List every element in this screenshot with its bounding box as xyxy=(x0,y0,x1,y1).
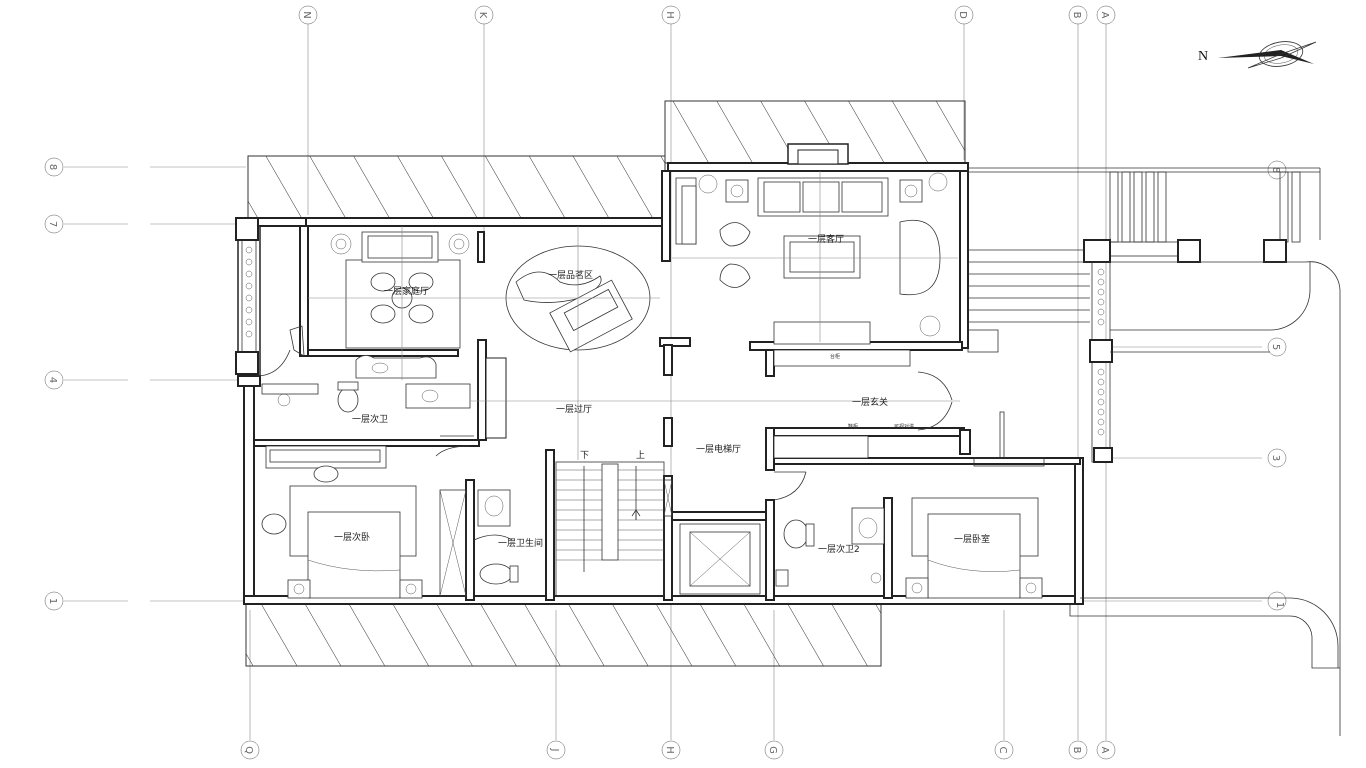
grid-label: 5 xyxy=(1270,344,1281,350)
room-label: 一层玄关 xyxy=(852,396,888,408)
master-bedroom-furniture: 一层卧室 xyxy=(905,497,1043,599)
corridor-area: 一层过厅 一层玄关 鞋柜 可视对讲 xyxy=(308,171,960,501)
room-label: 一层卧室 xyxy=(954,533,990,545)
grid-label: B xyxy=(1071,12,1082,19)
cabinet-note: 台柜 xyxy=(830,353,840,360)
room-label: 一层过厅 xyxy=(556,403,592,415)
room-label: 一层家庭厅 xyxy=(384,285,429,297)
staircase: 下 上 xyxy=(555,450,673,597)
grid-label: H xyxy=(664,11,675,19)
room-label: 一层卫生间 xyxy=(498,537,543,549)
grid-label: 8 xyxy=(47,164,58,170)
grid-label: 7 xyxy=(47,221,58,227)
north-arrow: N xyxy=(1198,41,1317,69)
grid-label: J xyxy=(549,748,560,752)
grid-label: 3 xyxy=(1270,455,1281,461)
secondary-bedroom-furniture: 一层次卧 xyxy=(261,445,467,599)
room-label: 一层电梯厅 xyxy=(696,443,741,455)
grid-bubbles-top: N K H D B A xyxy=(298,5,1116,25)
grid-label: A xyxy=(1099,747,1110,754)
grid-label: K xyxy=(477,12,488,19)
grid-label: 1 xyxy=(47,598,58,604)
room-label: 一层次卫 xyxy=(352,413,388,425)
room-label: 一层次卫2 xyxy=(818,543,860,555)
cloak-note: 可视对讲 xyxy=(894,423,914,430)
room-label: 一层次卧 xyxy=(334,531,370,543)
elevator: 一层电梯厅 xyxy=(679,443,761,595)
family-lounge-furniture: 一层家庭厅 xyxy=(255,231,470,377)
grid-bubbles-right: 8 5 3 1 xyxy=(1267,160,1287,611)
grid-bubbles-bottom: Q J H G C B A xyxy=(240,740,1116,760)
room-label: 一层客厅 xyxy=(808,233,844,245)
grid-label: C xyxy=(997,747,1008,754)
grid-label: 8 xyxy=(1270,167,1281,173)
powder-room-fixtures: 一层卫生间 xyxy=(473,489,543,585)
left-balcony xyxy=(235,217,259,375)
grid-label: 1 xyxy=(1274,602,1285,608)
grid-label: Q xyxy=(243,746,254,754)
grid-label: H xyxy=(664,746,675,754)
north-label: N xyxy=(1198,49,1208,64)
grid-label: 4 xyxy=(47,377,58,383)
bath-right-fixtures: 一层次卫2 xyxy=(775,507,885,587)
grid-label: B xyxy=(1071,747,1082,754)
terrace xyxy=(959,167,1341,736)
room-label: 一层品茗区 xyxy=(548,270,593,281)
grid-label: N xyxy=(301,11,312,18)
grid-label: G xyxy=(767,746,778,754)
shoe-cabinet-note: 鞋柜 xyxy=(848,423,858,430)
grid-bubbles-left: 8 7 4 1 xyxy=(44,157,64,611)
living-room-furniture: 一层客厅 台柜 xyxy=(675,172,948,367)
stair-down-label: 下 xyxy=(580,451,589,461)
grid-label: A xyxy=(1099,12,1110,19)
bath-left-fixtures: 一层次卫 xyxy=(261,355,474,457)
stair-up-label: 上 xyxy=(636,450,645,461)
grid-label: D xyxy=(957,11,968,19)
